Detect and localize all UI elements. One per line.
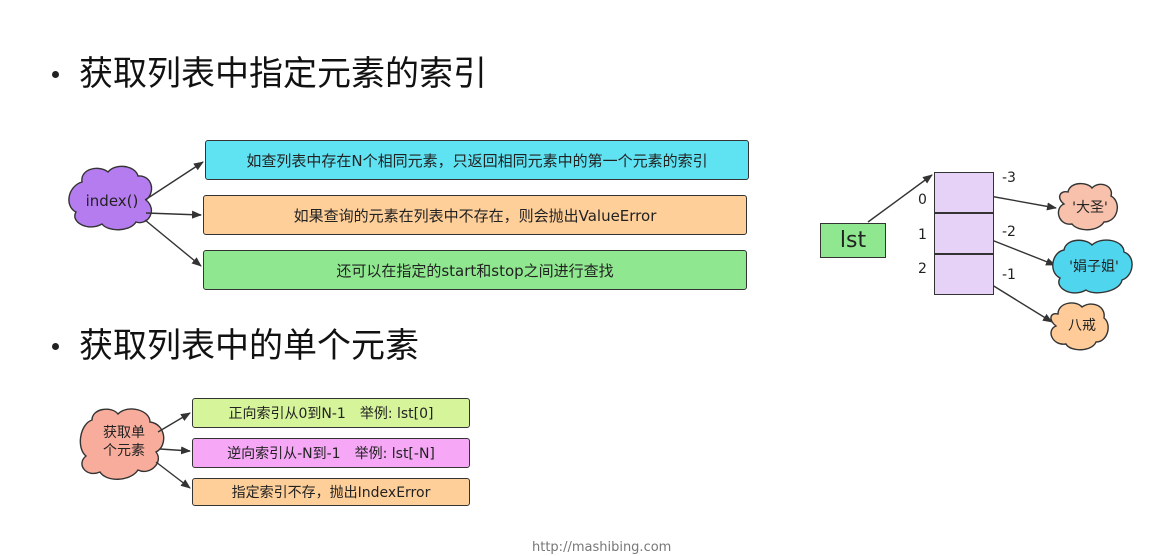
cloud-value-0-shape xyxy=(1057,182,1119,231)
arrow-to-single-3 xyxy=(155,461,191,489)
section1-heading: 获取列表中指定元素的索引 xyxy=(52,54,487,94)
index-item-2: 如果查询的元素在列表中不存在，则会抛出ValueError xyxy=(203,195,747,235)
footer-url: http://mashibing.com xyxy=(532,540,672,555)
index-item-1: 如查列表中存在N个相同元素，只返回相同元素中的第一个元素的索引 xyxy=(205,140,749,180)
bullet-dot xyxy=(52,70,59,78)
index-item-3: 还可以在指定的start和stop之间进行查找 xyxy=(203,250,747,290)
positive-index-2: 2 xyxy=(918,261,927,277)
cloud-value-1-shape xyxy=(1052,239,1133,294)
arrow-lst-to-list xyxy=(867,174,933,223)
index-cloud-label: index() xyxy=(85,192,139,210)
arrow-to-item-2 xyxy=(145,210,202,219)
arrow-to-single-1 xyxy=(157,412,191,433)
single-cloud-label: 获取单 个元素 xyxy=(84,420,164,464)
list-cell-2 xyxy=(934,254,994,295)
value-cloud-2: 八戒 xyxy=(1068,318,1096,334)
arrow-cell-0 xyxy=(983,194,1057,211)
list-cell-1 xyxy=(934,213,994,254)
section2-title: 获取列表中的单个元素 xyxy=(79,326,419,366)
single-item-2: 逆向索引从-N到-1 举例: lst[-N] xyxy=(192,438,470,468)
index-cloud-shape xyxy=(68,165,153,231)
arrow-to-item-1 xyxy=(144,161,204,201)
positive-index-0: 0 xyxy=(918,192,927,208)
section1-title: 获取列表中指定元素的索引 xyxy=(79,54,487,94)
list-cell-0 xyxy=(934,172,994,213)
section2-heading: 获取列表中的单个元素 xyxy=(52,326,419,366)
negative-index-0: -3 xyxy=(1002,170,1016,186)
single-item-1: 正向索引从0到N-1 举例: lst[0] xyxy=(192,398,470,428)
lst-variable-box: lst xyxy=(820,223,886,258)
positive-index-1: 1 xyxy=(918,227,927,243)
single-cloud-line2: 个元素 xyxy=(103,443,145,459)
single-cloud-line1: 获取单 xyxy=(103,425,145,441)
single-cloud-shape xyxy=(79,408,165,480)
negative-index-1: -2 xyxy=(1002,224,1016,240)
value-cloud-0: '大圣' xyxy=(1072,200,1108,216)
arrow-cell-2 xyxy=(983,279,1053,323)
negative-index-2: -1 xyxy=(1002,267,1016,283)
arrow-to-item-3 xyxy=(144,219,202,267)
value-cloud-1: '娟子姐' xyxy=(1069,259,1119,275)
bullet-dot xyxy=(52,342,59,350)
single-item-3: 指定索引不存，抛出IndexError xyxy=(192,478,470,506)
cloud-value-2-shape xyxy=(1050,302,1109,351)
arrow-cell-1 xyxy=(983,236,1056,266)
arrow-to-single-2 xyxy=(159,446,191,455)
